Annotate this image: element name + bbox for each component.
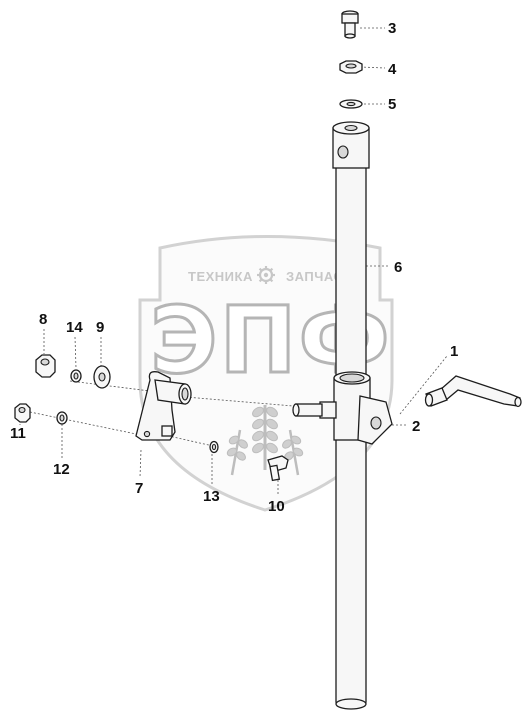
washer-part-13	[209, 440, 219, 454]
bolt-part-3	[341, 10, 359, 39]
callout-labels: 3 4 5 6 1 2 8 14 9 11 12 7 13 10	[10, 20, 458, 515]
callout-2: 2	[412, 418, 420, 435]
gear-icon	[257, 266, 275, 284]
callout-11: 11	[10, 425, 26, 442]
callout-7: 7	[135, 480, 143, 497]
washer-part-14	[70, 369, 82, 383]
washer-part-9	[93, 365, 111, 389]
nut-part-4	[339, 60, 363, 74]
callout-13: 13	[203, 488, 220, 505]
callout-12: 12	[53, 461, 70, 478]
callout-14: 14	[66, 319, 83, 336]
callout-3: 3	[388, 20, 396, 37]
bolt-part-10	[267, 455, 289, 482]
nut-part-11	[14, 403, 31, 423]
washer-part-5	[339, 99, 363, 109]
callout-8: 8	[39, 311, 47, 328]
handle-part-1	[424, 375, 522, 408]
clamp-part-2	[292, 371, 393, 445]
callout-9: 9	[96, 319, 104, 336]
callout-10: 10	[268, 498, 285, 515]
callout-4: 4	[388, 61, 397, 78]
wheat-icon	[226, 405, 304, 476]
callout-6: 6	[394, 259, 402, 276]
nut-part-8	[35, 354, 56, 378]
callout-1: 1	[450, 343, 458, 360]
callout-5: 5	[388, 96, 396, 113]
watermark-text-left: ТЕХНИКА	[188, 269, 253, 284]
washer-part-12	[56, 411, 68, 425]
bracket-part-7	[135, 371, 192, 441]
